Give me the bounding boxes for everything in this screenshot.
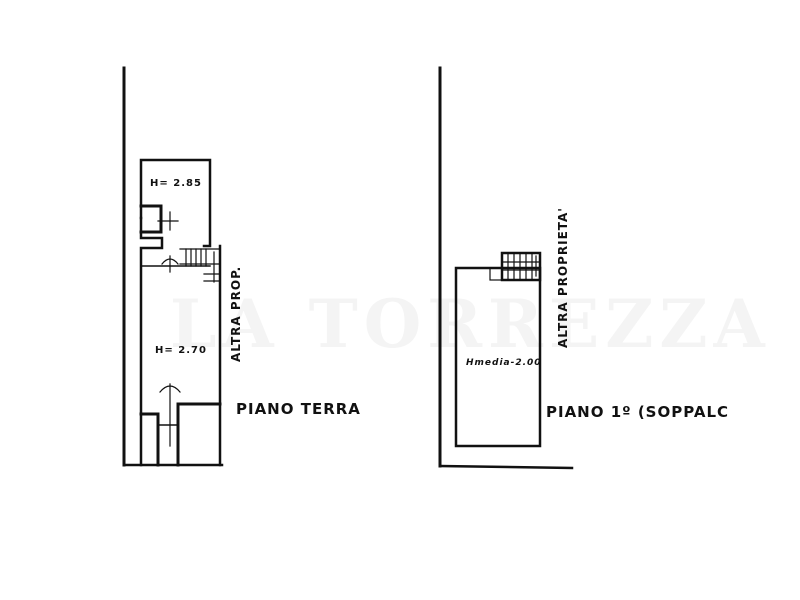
ground-floor-title: PIANO TERRA <box>236 400 361 418</box>
ground-floor-plan <box>122 66 224 467</box>
first-floor-plan <box>438 66 574 470</box>
room-height-label-upper: H= 2.85 <box>150 178 202 189</box>
room-height-label-lower: H= 2.70 <box>155 345 207 356</box>
neighbor-property-note-left: ALTRA PROP. <box>229 265 243 362</box>
room-height-label-mezzanine: Hmedia-2.00 <box>466 358 542 368</box>
first-floor-title: PIANO 1º (SOPPALC <box>546 403 730 421</box>
watermark: LA TORREZZA <box>170 285 771 363</box>
neighbor-property-note-right: ALTRA PROPRIETA' <box>556 207 570 348</box>
